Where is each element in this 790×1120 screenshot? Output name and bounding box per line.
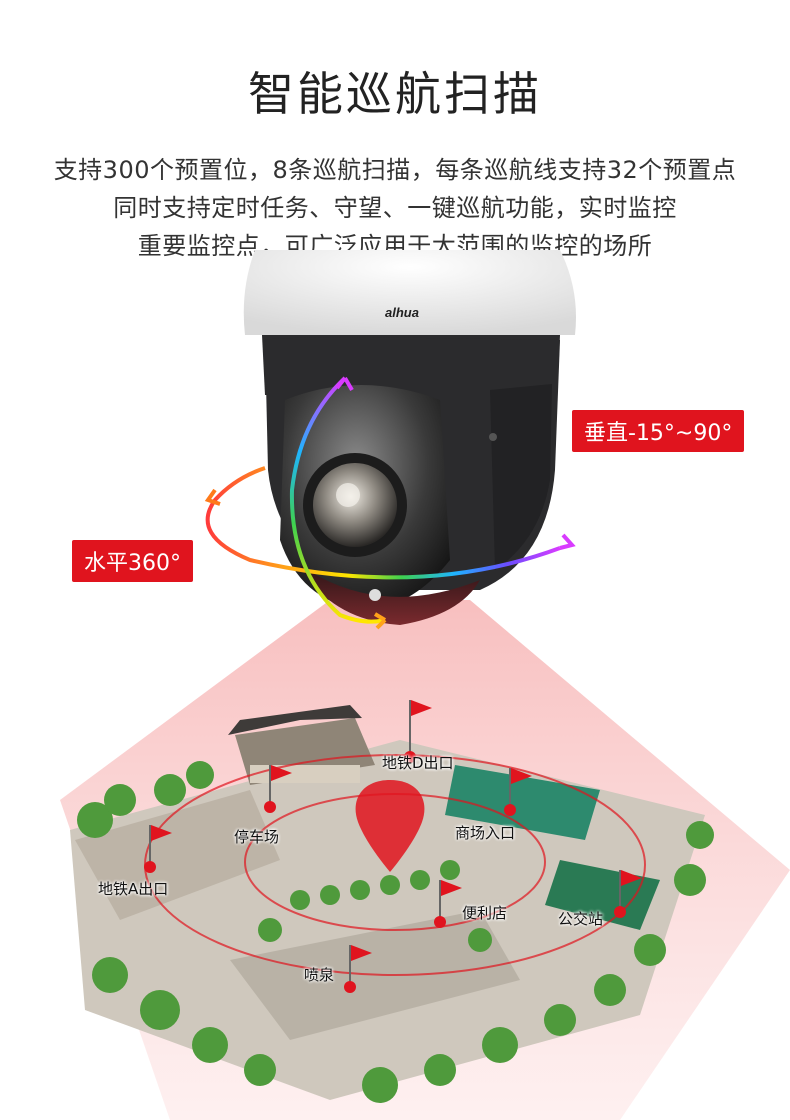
ptz-camera [243,250,576,625]
description-line-1: 支持300个预置位，8条巡航扫描，每条巡航线支持32个预置点 [53,156,737,184]
brand-logo: alhua [385,305,419,320]
location-pin-icon [355,780,425,872]
plaza-map [70,705,714,1103]
vertical-range-label: 垂直-15°~90° [572,410,745,452]
rotation-arrow-icon [204,376,576,630]
location-label-metro-a: 地铁A出口 [98,880,169,898]
location-label-mall: 商场入口 [455,824,516,842]
flag-icon [144,700,642,993]
location-label-fountain: 喷泉 [304,966,335,984]
page-title: 智能巡航扫描 [248,67,542,121]
description-line-2: 同时支持定时任务、守望、一键巡航功能，实时监控 [113,194,677,222]
location-label-store: 便利店 [462,904,508,922]
location-label-metro-d: 地铁D出口 [382,754,454,772]
location-label-parking: 停车场 [234,828,280,846]
location-label-bus: 公交站 [558,910,604,928]
horizontal-range-label: 水平360° [72,540,193,582]
